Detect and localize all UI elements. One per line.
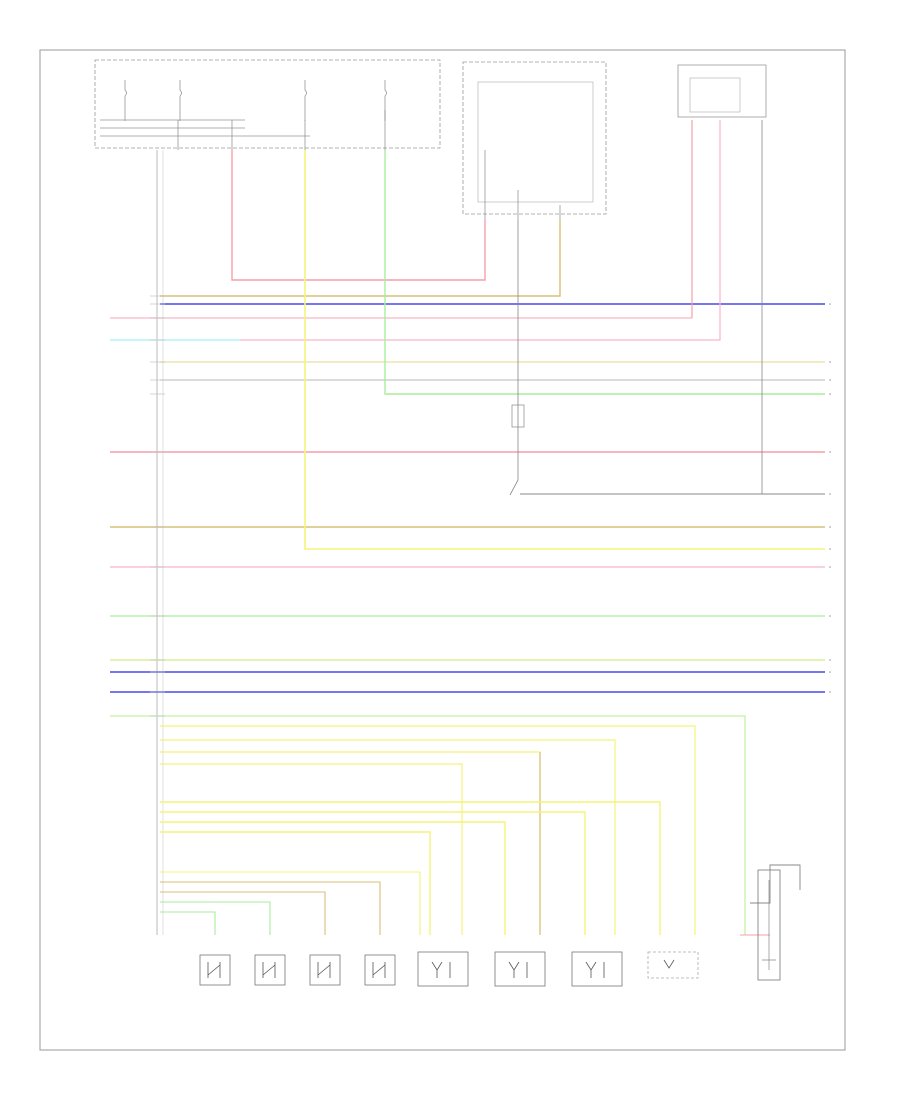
- switch-icon: [207, 962, 221, 978]
- ground-connector: [511, 404, 525, 428]
- switch-body: [254, 954, 286, 986]
- wire-red-loop: [231, 150, 486, 281]
- switch-component: [309, 954, 341, 986]
- sensor-component: [494, 951, 546, 987]
- switch-body: [364, 954, 396, 986]
- wire-yellow: [304, 150, 825, 550]
- switch-icon: [262, 962, 276, 978]
- wire-bundle-bottom: [160, 871, 421, 935]
- wire-bundle-yellow: [160, 725, 696, 935]
- wire-tan: [160, 220, 561, 297]
- wire-ground: [509, 220, 519, 496]
- fuse-block: [94, 59, 441, 150]
- sensor-component: [757, 869, 781, 981]
- sensor-icon: [762, 880, 776, 970]
- sensor-body: [757, 869, 781, 981]
- sensor-icon: [431, 961, 451, 978]
- sensor-body: [417, 951, 469, 987]
- sensor-icon: [508, 961, 528, 978]
- wire-bundle-yellow-2: [160, 801, 661, 935]
- diagram-frame: [39, 49, 846, 1051]
- sensor-icon: [663, 959, 675, 969]
- sensor-component: [571, 951, 623, 987]
- switch-component: [254, 954, 286, 986]
- wire-green: [384, 150, 825, 395]
- right-terminal-marks: [829, 303, 831, 693]
- wire-ltgreen-2: [110, 715, 746, 935]
- wire-right-sensor: [750, 864, 801, 904]
- sensor-body: [647, 951, 699, 979]
- module-inner: [477, 81, 594, 203]
- fuse-block-outline: [94, 59, 441, 149]
- switch-body: [309, 954, 341, 986]
- module-top-right: [677, 64, 767, 118]
- switch-component: [199, 954, 231, 986]
- switch-icon: [372, 962, 386, 978]
- sensor-body: [494, 951, 546, 987]
- fuse-symbol: [124, 80, 387, 121]
- switch-component: [364, 954, 396, 986]
- module-top-center: [462, 61, 607, 220]
- module-outline: [677, 64, 767, 118]
- sensor-component: [647, 951, 699, 979]
- module-outline: [462, 61, 607, 215]
- switch-body: [199, 954, 231, 986]
- sensor-body: [571, 951, 623, 987]
- switch-icon: [317, 962, 331, 978]
- wire-pink-2: [240, 120, 721, 341]
- module-inner: [689, 77, 741, 113]
- connector-pin-marks: [150, 295, 165, 717]
- sensor-component: [417, 951, 469, 987]
- main-connector: [156, 150, 164, 935]
- sensor-icon: [585, 961, 605, 978]
